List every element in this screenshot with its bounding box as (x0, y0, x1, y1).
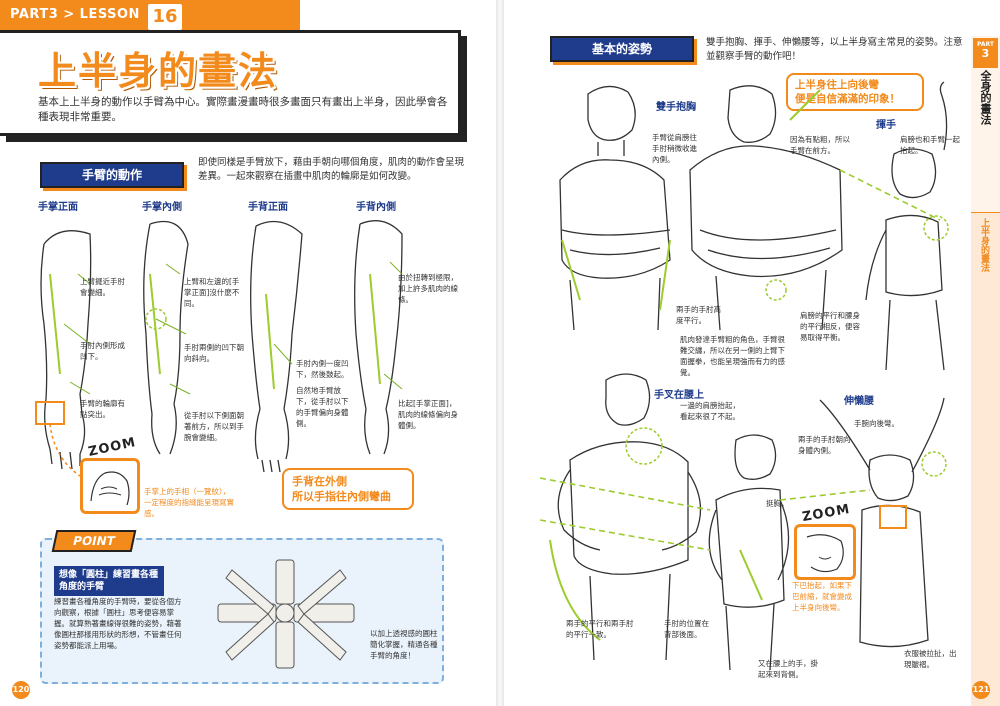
pose-label-stretching: 伸懶腰 (844, 396, 874, 407)
callout-back-of-hand: 手背在外側 所以手指往內側彎曲 (282, 468, 414, 510)
note-side-forward: 從手肘以下側面朝著前方，所以到手腕會變細。 (184, 411, 244, 442)
note-shoulder-raise: 肩膀也和手臂一起抬起。 (900, 135, 960, 155)
zoom-marker-palm (35, 401, 81, 477)
note-elbow-dip: 手肘內側一度凹下，然後鼓起。 (296, 359, 349, 379)
cylinder-diagram (217, 559, 355, 669)
left-page: PART3 > LESSON 16 上半身的畫法 基本上上半身的動作以手臂為中心… (0, 0, 496, 706)
note-arm-toward-body: 自然地手臂放下，從手肘以下的手臂偏向身體側。 (296, 386, 349, 428)
arm-illustrations (40, 220, 403, 473)
page-number-right: 121 (972, 681, 990, 699)
note-upper-arm: 上臂擺近手肘會變細。 (80, 277, 125, 297)
callout-confident: 上半身往上向後彎 便是自信滿滿的印象！ (786, 73, 924, 111)
figure-label-back-front: 手背正面 (248, 202, 288, 213)
note-muscle-lines: 比起[手掌正面]，肌肉的線條偏向身體側。 (398, 399, 458, 430)
figure-label-back-inner: 手背內側 (356, 202, 396, 213)
note-muscular-character: 肌肉發達手臂粗的角色，手臂很難交纏，所以在另一側的上臂下面握拳，也能呈現強而有力… (680, 335, 785, 377)
page-title: 上半身的畫法 (38, 49, 279, 93)
note-shoulder-lift: 一邊的肩膀抬起，看起來很了不起。 (680, 401, 740, 421)
pose-label-waving: 揮手 (876, 120, 896, 131)
note-wrist-bend: 手腕向後彎。 (854, 419, 899, 428)
figure-label-palm-front: 手掌正面 (38, 202, 78, 213)
book-gutter (496, 0, 504, 706)
section-title-basic-pose: 基本的姿勢 (550, 36, 694, 62)
zoom-inset-chin (794, 524, 856, 580)
side-tab-divider (971, 212, 1000, 213)
pose-label-arms-crossed: 雙手抱胸 (656, 102, 696, 113)
palm-closeup-illustration (90, 471, 130, 506)
section-description: 即使同樣是手臂放下，藉由手朝向哪個角度，肌肉的動作會呈現差異。一起來觀察在插畫中… (198, 157, 465, 182)
part-lesson-label: PART3 > LESSON (10, 7, 140, 22)
figure-label-palm-inner: 手掌內側 (142, 202, 182, 213)
note-hand-on-hip-back: 又在腰上的手，掛起來到背側。 (758, 659, 818, 679)
note-elbow-level: 兩手的手肘高度平行。 (676, 305, 721, 325)
note-chin-up: 下巴抬起，如果下巴前縮，就會變成上半身向後彎。 (792, 581, 852, 612)
note-parallel-hands: 兩手的平行和兩手肘的平行一致。 (566, 619, 634, 639)
section-title-arm-motion: 手臂的動作 (40, 162, 184, 188)
note-elbow-behind: 手肘的位置在背部後面。 (664, 619, 709, 639)
note-elbow-inner: 手肘內側形成凹下。 (80, 341, 125, 361)
chin-closeup-illustration (806, 534, 844, 573)
pose-illustrations (540, 81, 949, 671)
side-tab-chapter: 全身的畫法 (979, 70, 992, 125)
note-chest-out: 挺胸。 (766, 499, 789, 508)
point-text: 練習畫各種角度的手臂時，要從各個方向觀察，根據「圓柱」思考便容易掌握。就算熟著畫… (54, 597, 182, 650)
point-note: 以加上透視感的圓柱簡化掌握，精通各種手臂的角度！ (370, 629, 438, 660)
part-tag: PART 3 (973, 38, 998, 68)
pose-label-hands-on-hips: 手叉在腰上 (654, 390, 704, 401)
lesson-number: 16 (146, 2, 184, 32)
note-thick-arms: 因為有點粗，所以手臂在前方。 (790, 135, 850, 155)
side-tab-lesson: 上半身的畫法 (979, 218, 989, 272)
note-clothes-wrinkles: 衣服被拉扯，出現皺褶。 (904, 649, 957, 669)
right-description: 雙手抱胸、揮手、伸懶腰等，以上半身寫主常見的姿勢。注意並觀察手臂的動作吧！ (706, 37, 963, 62)
intro-text: 基本上上半身的動作以手臂為中心。實際畫漫畫時很多畫面只有畫出上半身，因此學會各種… (38, 96, 448, 123)
part-tag-number: 3 (981, 47, 990, 60)
note-shoulder-waist-balance: 肩膀的平行和腰身的平行相反，便容易取得平衡。 (800, 311, 860, 342)
note-upper-arm-same: 上臂和左邊的[手掌正面]沒什麼不同。 (184, 277, 240, 308)
point-badge: POINT (51, 530, 137, 552)
title-box (0, 30, 461, 136)
note-twist-limit: 由於扭轉到極限，加上許多肌肉的線條。 (398, 273, 458, 304)
note-elbows-inward: 兩手的手肘朝向身體內側。 (798, 435, 851, 455)
zoom-inset-palm (80, 458, 140, 514)
point-heading: 想像「圓柱」練習畫各種角度的手臂 (54, 566, 164, 596)
page-number-left: 120 (12, 681, 30, 699)
note-palm-lines: 手掌上的手相（一覽紋），一定程度的指縫能呈現寫實感。 (144, 487, 234, 518)
note-arms-inward: 手臂從肩膀往手肘稍微收進內側。 (652, 133, 697, 164)
note-arm-contour: 手臂的輪廓有點突出。 (80, 399, 125, 419)
part-tag-word: PART (977, 41, 994, 48)
note-elbow-sides: 手肘兩側的凹下朝向斜向。 (184, 343, 244, 363)
